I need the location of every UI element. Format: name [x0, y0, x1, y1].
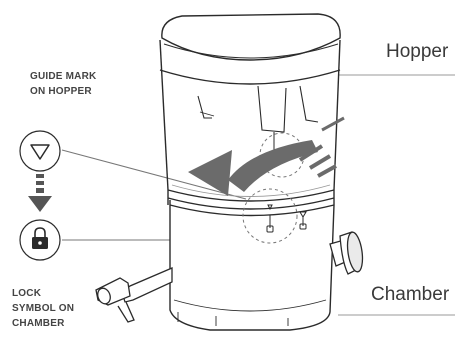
guide-mark-label-line-2: ON HOPPER — [30, 86, 92, 97]
hopper-label: Hopper — [386, 41, 449, 62]
left-nozzle — [95, 267, 173, 323]
lock-symbol-label: LOCK SYMBOL ON CHAMBER — [12, 286, 74, 331]
guide-mark-label-line-1: GUIDE MARK — [30, 71, 97, 82]
guide-mark-leader-line — [61, 149, 247, 200]
guide-mark-on-hopper — [266, 204, 274, 233]
joint-ring — [167, 189, 335, 210]
joint-focus-circle — [242, 188, 298, 244]
lock-symbol-label-line-2: SYMBOL ON — [12, 303, 75, 314]
guide-mark-label: GUIDE MARK ON HOPPER — [30, 69, 96, 99]
rotate-arrow-icon — [188, 116, 345, 196]
chamber — [169, 200, 335, 331]
lock-symbol-label-line-1: LOCK — [12, 288, 42, 299]
lock-symbol-label-line-3: CHAMBER — [12, 318, 65, 329]
chamber-label: Chamber — [371, 284, 450, 305]
triangle-down-icon — [30, 144, 50, 160]
lock-symbol-on-chamber — [299, 211, 307, 230]
lock-icon — [32, 227, 48, 249]
right-nozzle — [329, 231, 364, 275]
arrow-down-icon — [28, 174, 52, 212]
hopper — [159, 13, 341, 197]
guide-mark-icon-circle — [19, 130, 61, 172]
